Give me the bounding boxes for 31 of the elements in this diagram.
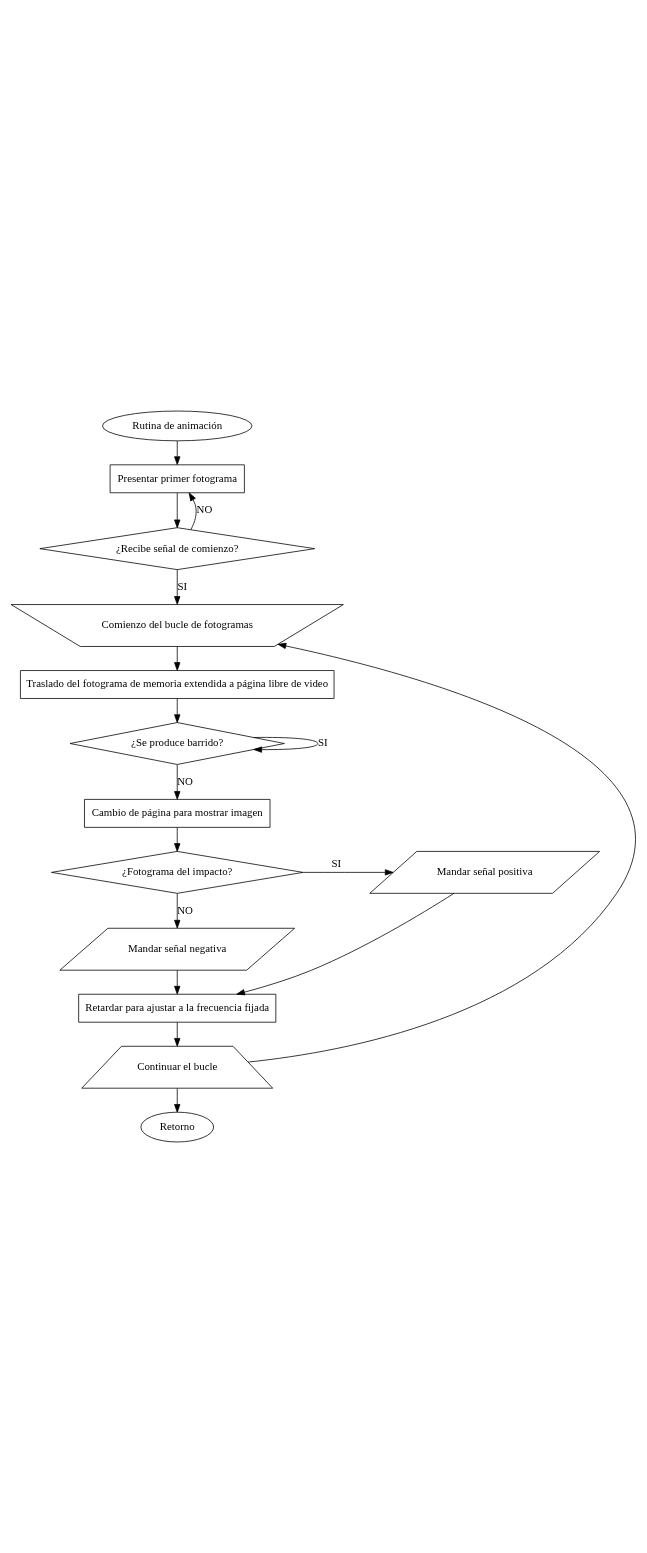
edge-label: SI — [331, 857, 342, 870]
arrow — [236, 893, 455, 996]
node-box: Cambio de página para mostrar imagen — [84, 799, 271, 828]
edge-label: SI — [177, 579, 188, 592]
node-diamond: ¿Se produce barrido? — [69, 722, 285, 765]
edge-label: SI — [317, 736, 328, 749]
node-diamond: ¿Fotograma del impacto? — [51, 851, 304, 894]
arrow — [174, 827, 181, 852]
arrow — [253, 737, 319, 753]
arrow — [174, 970, 181, 995]
arrow — [174, 492, 181, 529]
arrow — [174, 893, 181, 929]
node-box: Traslado del fotograma de memoria extendida a página libre de video — [20, 670, 335, 699]
node-diamond: ¿Recibe señal de comienzo? — [39, 527, 316, 570]
arrow — [174, 440, 181, 465]
node-box: Retardar para ajustar a la frecuencia fijada — [78, 993, 277, 1023]
edge-label: NO — [196, 503, 213, 516]
arrow — [174, 569, 181, 605]
arrow — [174, 1021, 181, 1047]
arrow — [174, 698, 181, 723]
node-ellipse: Retorno — [140, 1111, 214, 1143]
arrow — [174, 646, 181, 671]
arrow — [174, 764, 181, 800]
edge-label: NO — [177, 903, 193, 916]
arrow — [174, 1088, 181, 1113]
arrow — [188, 492, 197, 531]
arrow — [247, 642, 636, 1063]
node-box: Presentar primer fotograma — [109, 464, 245, 494]
edge-label: NO — [177, 774, 193, 787]
arrow — [302, 869, 394, 876]
node-ellipse: Rutina de animación — [102, 410, 253, 442]
